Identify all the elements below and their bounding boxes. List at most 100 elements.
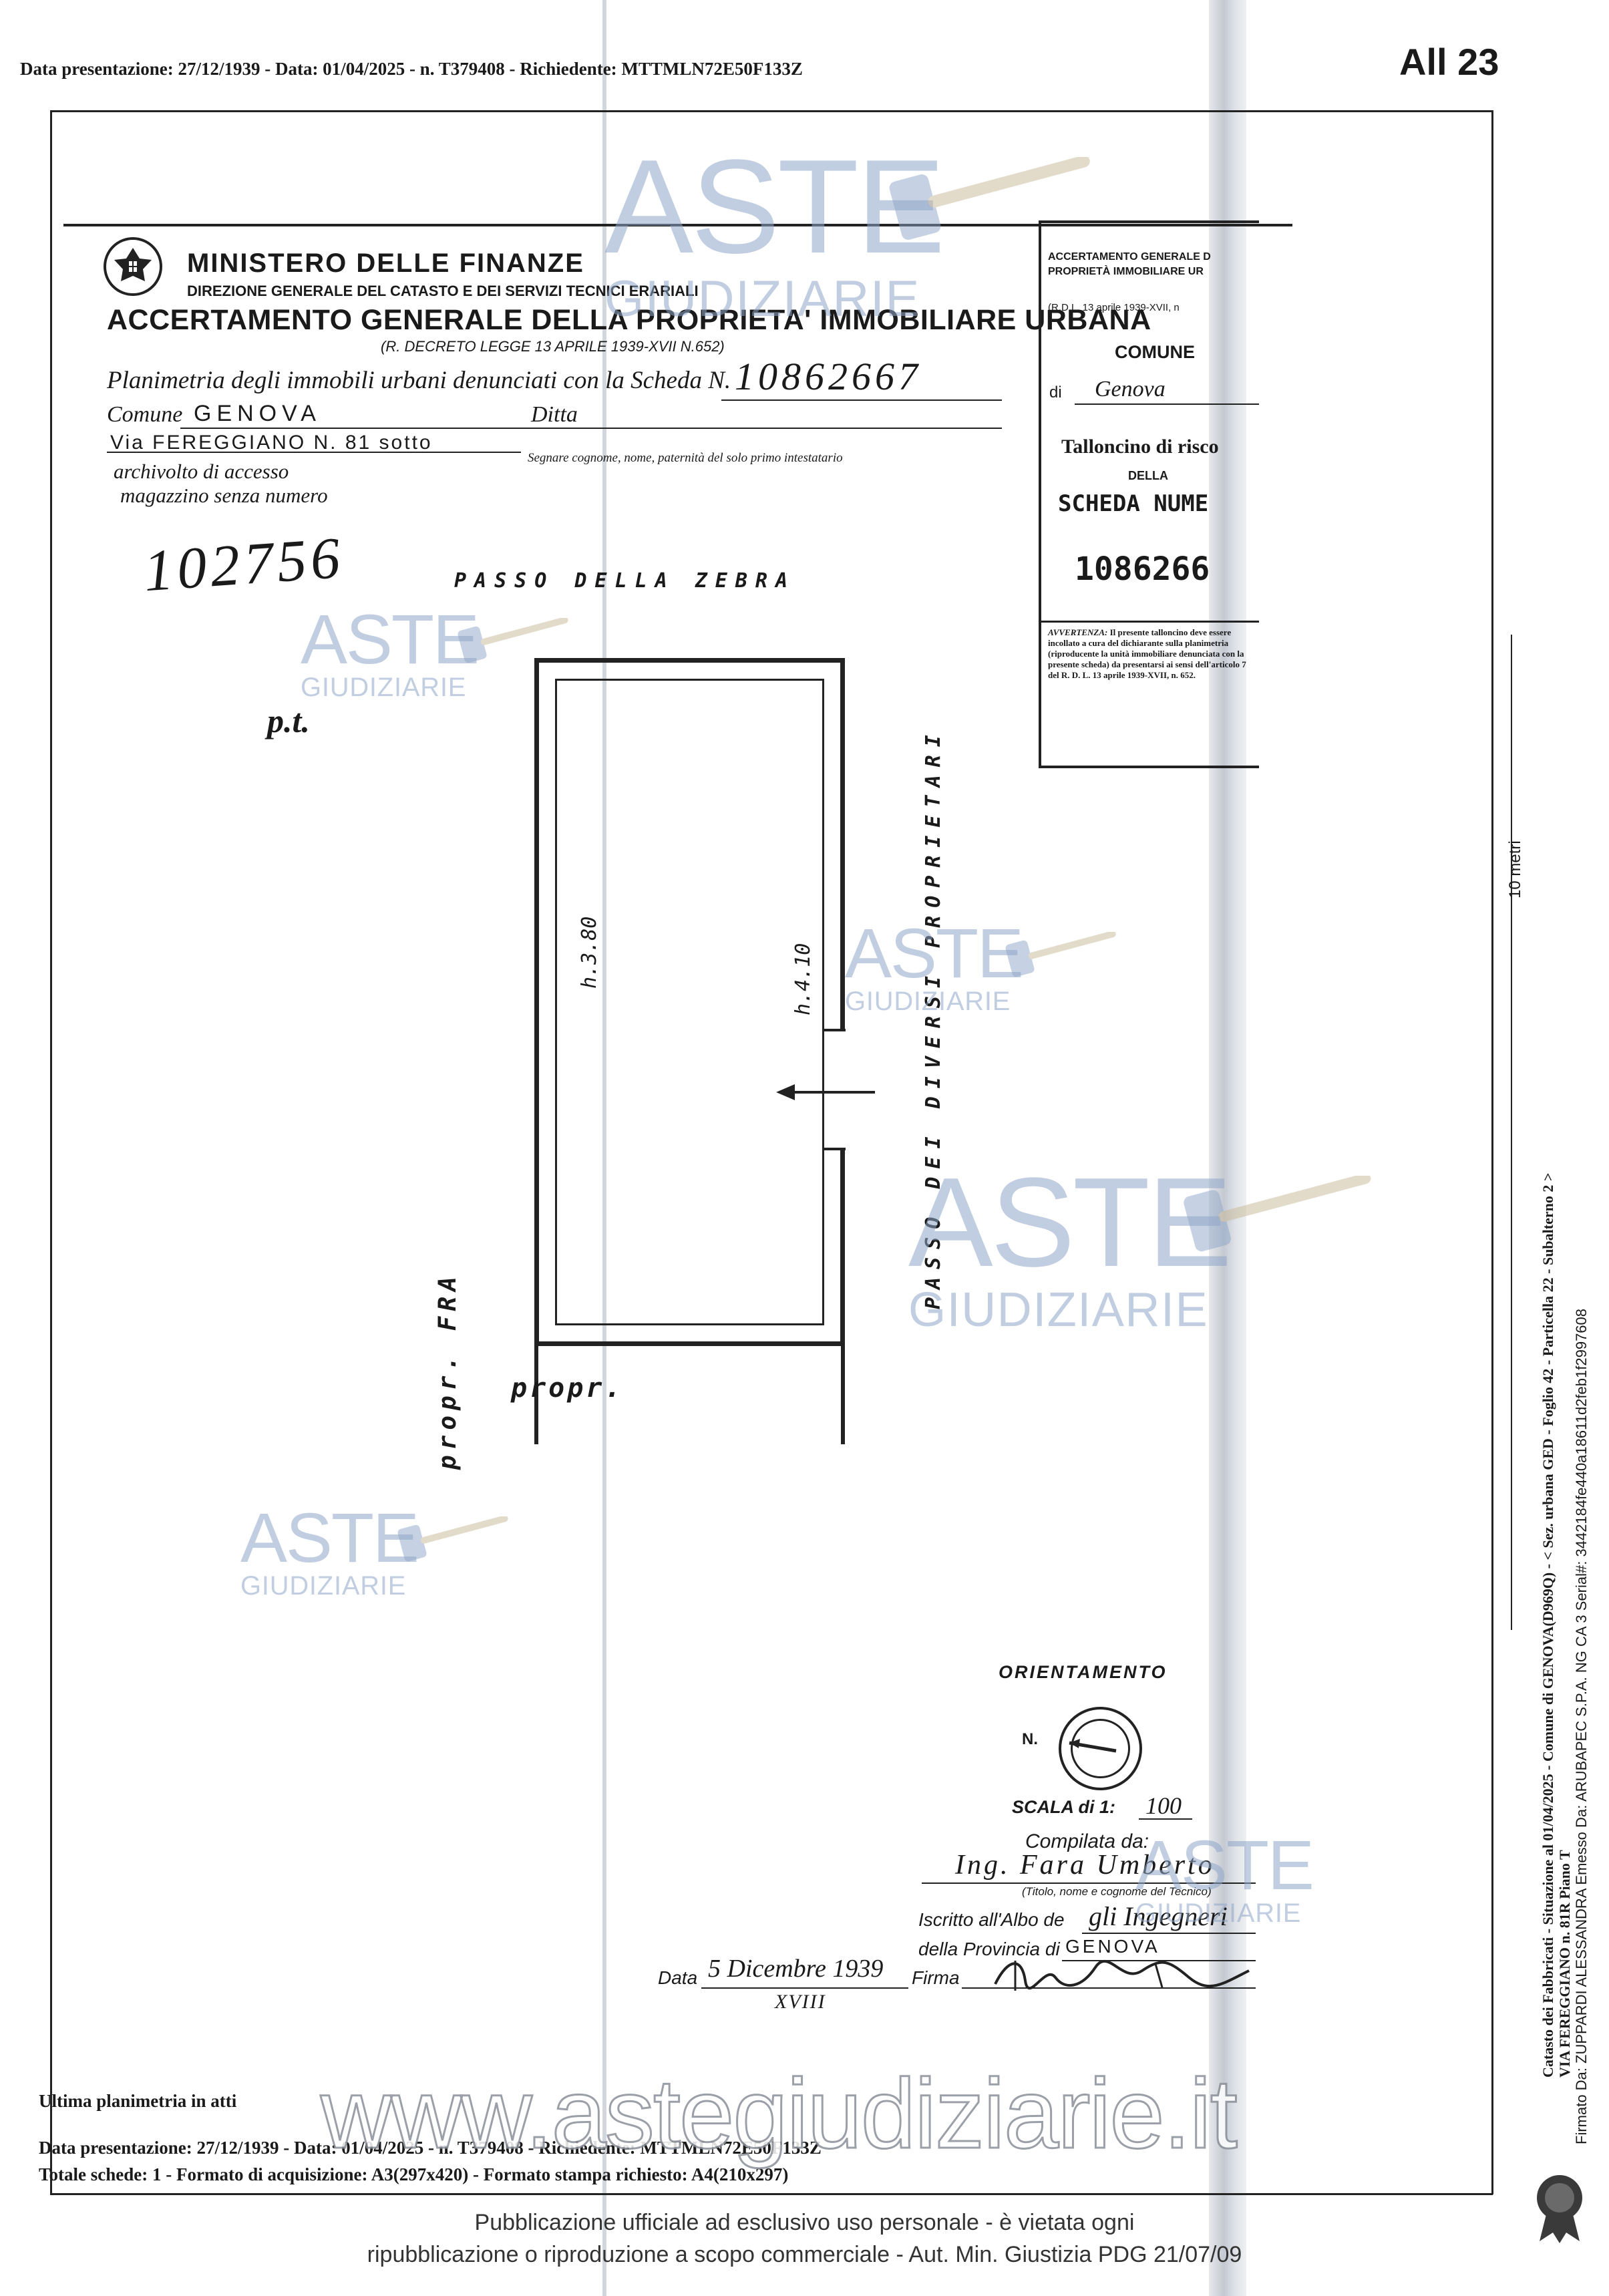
- scan-band-right: [1209, 0, 1246, 2296]
- aste-watermark-1: ASTE GIUDIZIARIE: [604, 132, 945, 327]
- website-watermark: www.astegiudiziarie.it: [320, 2058, 1239, 2170]
- provincia-label: della Provincia di: [918, 1939, 1060, 1959]
- scheda-underline: [721, 399, 1002, 401]
- tallon-box: ACCERTAMENTO GENERALE D PROPRIETÀ IMMOBI…: [1039, 220, 1259, 768]
- ministry-direction: DIREZIONE GENERALE DEL CATASTO E DEI SER…: [187, 283, 699, 299]
- header-top-line: Data presentazione: 27/12/1939 - Data: 0…: [20, 59, 803, 79]
- gavel-icon: [1005, 932, 1116, 977]
- comune-value: GENOVA: [194, 401, 321, 426]
- tallon-di-underline: [1075, 403, 1259, 405]
- scala-underline: [1139, 1818, 1192, 1820]
- data-value: 5 Dicembre 1939: [708, 1955, 884, 1983]
- tallon-di-label: di: [1049, 383, 1062, 401]
- allegato-label: All 23: [1399, 41, 1499, 83]
- frame-bottom: [50, 2193, 1493, 2195]
- frame-left: [50, 110, 52, 2194]
- ministry-title: ACCERTAMENTO GENERALE DELLA PROPRIETA' I…: [107, 304, 1151, 336]
- republic-emblem: [104, 237, 162, 296]
- ditta-note: Segnare cognome, nome, paternità del sol…: [528, 451, 843, 465]
- exterior-wall-left: [534, 1344, 538, 1444]
- comune-label: Comune: [107, 402, 183, 427]
- seal-icon: [1537, 2175, 1582, 2243]
- tallon-avvertenza-text: Il presente talloncino deve essere incol…: [1048, 627, 1246, 680]
- orientamento-label: ORIENTAMENTO: [999, 1662, 1168, 1682]
- publication-line2: ripubblicazione o riproduzione a scopo c…: [367, 2242, 1242, 2267]
- tallon-comune: COMUNE: [1115, 342, 1195, 362]
- firma-label: Firma: [912, 1967, 960, 1988]
- gavel-icon: [397, 1516, 508, 1562]
- exterior-wall-right: [841, 1344, 845, 1444]
- footer-data-line: Data presentazione: 27/12/1939 - Data: 0…: [39, 2138, 822, 2158]
- frame-right: [1491, 110, 1493, 2194]
- scale-bar-line: [1511, 635, 1512, 1630]
- ministry-name: MINISTERO DELLE FINANZE: [187, 249, 584, 278]
- tallon-della: DELLA: [1128, 469, 1168, 482]
- gavel-icon: [458, 618, 568, 663]
- publication-line1: Pubblicazione ufficiale ad esclusivo uso…: [474, 2210, 1135, 2235]
- gavel-icon: [1184, 1176, 1371, 1252]
- tallon-line1: ACCERTAMENTO GENERALE D: [1048, 251, 1211, 263]
- ministry-decree: (R. DECRETO LEGGE 13 APRILE 1939-XVII N.…: [381, 338, 725, 355]
- tallon-number: 1086266: [1075, 550, 1210, 588]
- handwritten-number: 102756: [141, 525, 347, 605]
- data-label: Data: [658, 1967, 698, 1988]
- firmato-vertical: Firmato Da: ZUPPARDI ALESSANDRA Emesso D…: [1573, 1308, 1590, 2144]
- door-jamb-top: [823, 1029, 846, 1031]
- iscritto-label: Iscritto all'Albo de: [918, 1909, 1065, 1930]
- aste-watermark-6: ASTE GIUDIZIARIE: [1135, 1826, 1314, 1928]
- tallon-line2: PROPRIETÀ IMMOBILIARE UR: [1048, 266, 1204, 277]
- height-label-1: h.3.80: [578, 916, 601, 989]
- tallon-rdl: (R.D.L. 13 aprile 1939-XVII, n: [1048, 302, 1180, 313]
- compilata-label: Compilata da:: [1025, 1830, 1149, 1852]
- door-jamb-bottom: [823, 1148, 846, 1150]
- comune-underline: [180, 428, 1002, 429]
- propr-fra-label: propr. FRA: [434, 1271, 462, 1470]
- aste-watermark-4: ASTE GIUDIZIARIE: [908, 1152, 1232, 1337]
- address-vertical: VIA FEREGGIANO n. 81R Piano T: [1556, 1850, 1573, 2078]
- scale-bar-label: 10 metri: [1506, 840, 1524, 898]
- data-year: XVIII: [775, 1991, 826, 2013]
- tecnico-underline: [922, 1882, 1256, 1884]
- ditta-label: Ditta: [531, 402, 578, 427]
- iscritto-value: gli Ingegneri: [1089, 1901, 1228, 1931]
- scala-label: SCALA di 1:: [1012, 1797, 1115, 1817]
- propr-label: propr.: [511, 1373, 624, 1404]
- floor-plan-room: [534, 658, 845, 1346]
- scheda-number: 10862667: [735, 355, 922, 398]
- frame-top: [50, 110, 1493, 112]
- ultima-planimetria: Ultima planimetria in atti: [39, 2091, 237, 2111]
- provincia-underline: [1062, 1960, 1256, 1961]
- aste-watermark-5: ASTE GIUDIZIARIE: [240, 1499, 419, 1601]
- tecnico-name: Ing. Fara Umberto: [955, 1850, 1215, 1880]
- gavel-icon: [889, 157, 1090, 240]
- door-opening: [835, 1029, 851, 1149]
- tallon-separator: [1041, 621, 1259, 623]
- scan-line-left: [602, 0, 606, 2296]
- via-value: Via FEREGGIANO N. 81 sotto: [110, 432, 433, 454]
- compass-needle-icon: [1069, 1739, 1117, 1753]
- data-underline: [701, 1987, 908, 1989]
- height-label-2: h.4.10: [791, 943, 815, 1015]
- floor-label: p.t.: [267, 702, 310, 740]
- scala-value: 100: [1145, 1792, 1182, 1819]
- firma-underline: [962, 1987, 1256, 1989]
- compass-north: N.: [1022, 1730, 1038, 1748]
- entrance-arrow-icon: [776, 1084, 875, 1100]
- via-underline: [107, 452, 521, 453]
- aste-watermark-2: ASTE GIUDIZIARIE: [301, 601, 480, 702]
- catasto-vertical: Catasto dei Fabbricati - Situazione al 0…: [1540, 1172, 1556, 2078]
- signature-scribble: [994, 1959, 1250, 1991]
- tallon-talloncino: Talloncino di risco: [1061, 436, 1219, 458]
- footer-totale: Totale schede: 1 - Formato di acquisizio…: [39, 2164, 789, 2184]
- floor-plan-inner-wall: [555, 679, 824, 1325]
- tallon-avvertenza-title: AVVERTENZA:: [1048, 627, 1108, 637]
- note-line2: magazzino senza numero: [120, 484, 328, 507]
- iscritto-underline: [1082, 1933, 1256, 1934]
- note-line1: archivolto di accesso: [114, 460, 289, 483]
- tallon-di-value: Genova: [1095, 377, 1166, 401]
- provincia-value: GENOVA: [1065, 1936, 1160, 1957]
- tallon-avvertenza: AVVERTENZA: Il presente talloncino deve …: [1048, 627, 1248, 681]
- aste-watermark-3: ASTE GIUDIZIARIE: [845, 915, 1024, 1016]
- form-header-rule: [63, 224, 1292, 226]
- tecnico-note: (Titolo, nome e cognome del Tecnico): [1022, 1885, 1212, 1898]
